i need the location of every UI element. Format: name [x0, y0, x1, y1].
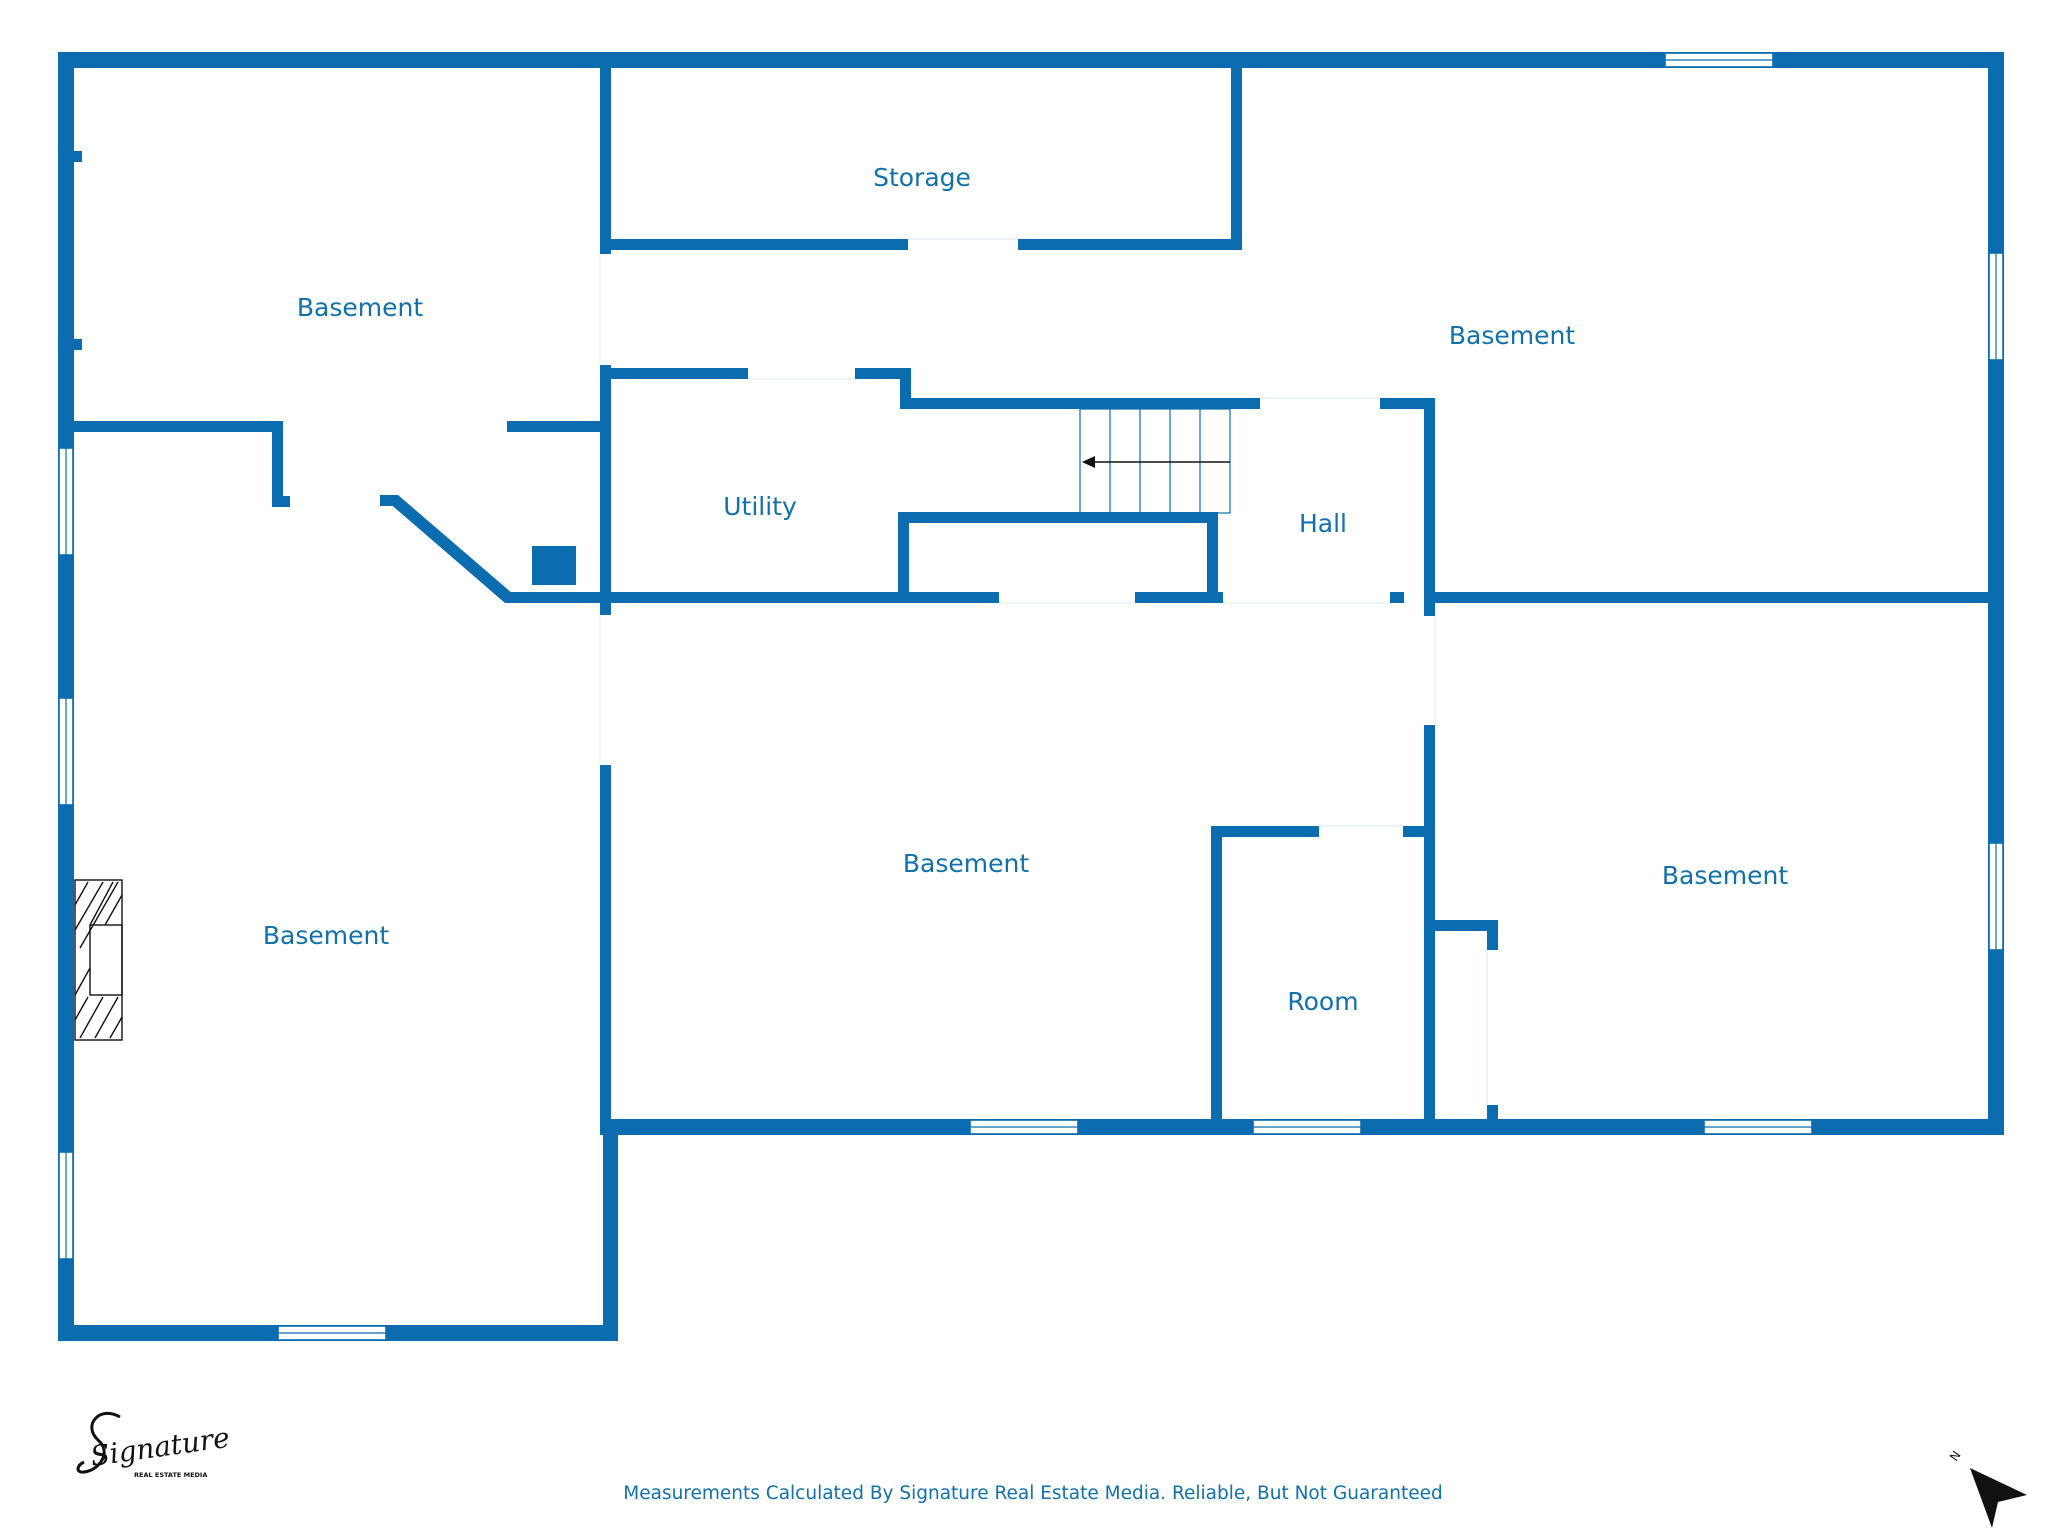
room-label-hall: Hall: [1299, 509, 1347, 538]
walls: [58, 52, 2004, 1341]
window-left-1: [58, 447, 74, 556]
room-labels: Basement Storage Basement Utility Hall B…: [263, 163, 1788, 1016]
room-label-basement-w: Basement: [263, 921, 389, 950]
room-label-utility: Utility: [723, 492, 797, 521]
stairs-icon: [1079, 408, 1231, 514]
window-left-3: [58, 1151, 74, 1260]
window-bottom-2: [1252, 1119, 1362, 1135]
signature-logo: Signature REAL ESTATE MEDIA: [76, 1411, 232, 1479]
door-openings: [599, 238, 1488, 1105]
room-label-basement-nw: Basement: [297, 293, 423, 322]
compass-letter: N: [1947, 1448, 1964, 1463]
fireplace-icon: [74, 879, 123, 1041]
window-bottom-3: [1703, 1119, 1813, 1135]
room-label-basement-e: Basement: [1662, 861, 1788, 890]
window-right-lower: [1988, 842, 2004, 951]
room-label-storage: Storage: [873, 163, 971, 192]
disclaimer-text: Measurements Calculated By Signature Rea…: [623, 1483, 1442, 1504]
logo-script: Signature: [88, 1421, 231, 1473]
window-bottom-4: [277, 1325, 387, 1341]
windows: [58, 52, 2004, 1341]
room-label-room: Room: [1287, 987, 1358, 1016]
north-arrow-icon: N: [1947, 1448, 2027, 1528]
window-top: [1664, 52, 1774, 68]
column-icon: [532, 546, 576, 585]
window-bottom-1: [969, 1119, 1079, 1135]
window-right-upper: [1988, 252, 2004, 361]
logo-subtext: REAL ESTATE MEDIA: [134, 1471, 207, 1479]
room-label-basement-ne: Basement: [1449, 321, 1575, 350]
window-left-2: [58, 697, 74, 806]
room-label-basement-center: Basement: [903, 849, 1029, 878]
